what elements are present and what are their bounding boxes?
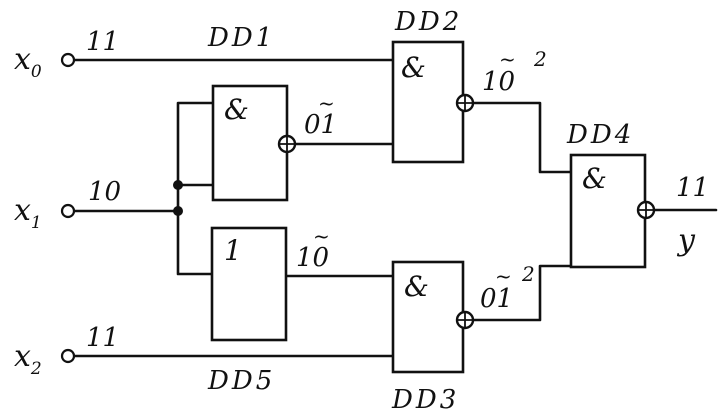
input-label-x2: x2 xyxy=(14,339,42,379)
chip-label-dd3: DD3 xyxy=(391,385,459,415)
input-pin-x2 xyxy=(60,348,76,364)
gate-dd2 xyxy=(391,40,465,164)
output-value: 11 xyxy=(676,173,709,203)
signal-dd3-out: 01 xyxy=(480,284,513,314)
input-value-x2: 11 xyxy=(86,323,119,353)
gate-and-top xyxy=(211,84,289,202)
wire-dd2-to-dd4 xyxy=(470,101,573,174)
output-label-y: y xyxy=(676,223,696,258)
signal-dd3-tilde: ~ xyxy=(495,264,512,288)
gate-or xyxy=(210,226,288,342)
gate-and-top-symbol: & xyxy=(224,93,249,126)
chip-label-dd5: DD5 xyxy=(207,366,275,396)
junction-dot-upper xyxy=(173,180,183,190)
signal-and-top-tilde: ~ xyxy=(318,91,335,115)
gate-dd3-symbol: & xyxy=(404,270,429,303)
signal-and-top-out: 01 xyxy=(304,110,337,140)
signal-dd2-out: 10 xyxy=(482,67,515,97)
gate-dd2-symbol: & xyxy=(401,51,426,84)
wire-dd3-to-dd4 xyxy=(470,264,573,322)
signal-dd2-sup: 2 xyxy=(533,47,547,71)
junction-dot-lower xyxy=(173,206,183,216)
signal-dd3-sup: 2 xyxy=(521,262,535,286)
input-label-x1: x1 xyxy=(14,193,42,233)
signal-dd2-tilde: ~ xyxy=(499,47,516,71)
gate-or-symbol: 1 xyxy=(224,234,242,267)
gate-dd4-symbol: & xyxy=(582,162,607,195)
gate-dd3 xyxy=(391,260,465,374)
chip-label-dd2: DD2 xyxy=(394,7,462,37)
input-pin-x0 xyxy=(60,52,76,68)
gate-dd4 xyxy=(569,153,647,269)
input-value-x0: 11 xyxy=(86,27,119,57)
wire-x1-bus-top xyxy=(176,101,215,213)
chip-label-dd4: DD4 xyxy=(566,120,634,150)
signal-or-out: 10 xyxy=(296,243,329,273)
input-value-x1: 10 xyxy=(88,177,121,207)
chip-label-dd1: DD1 xyxy=(207,23,275,53)
signal-or-tilde: ~ xyxy=(313,224,330,248)
input-label-x0: x0 xyxy=(14,42,42,82)
wire-x1-bus-bottom xyxy=(176,209,214,276)
input-pin-x1 xyxy=(60,203,76,219)
